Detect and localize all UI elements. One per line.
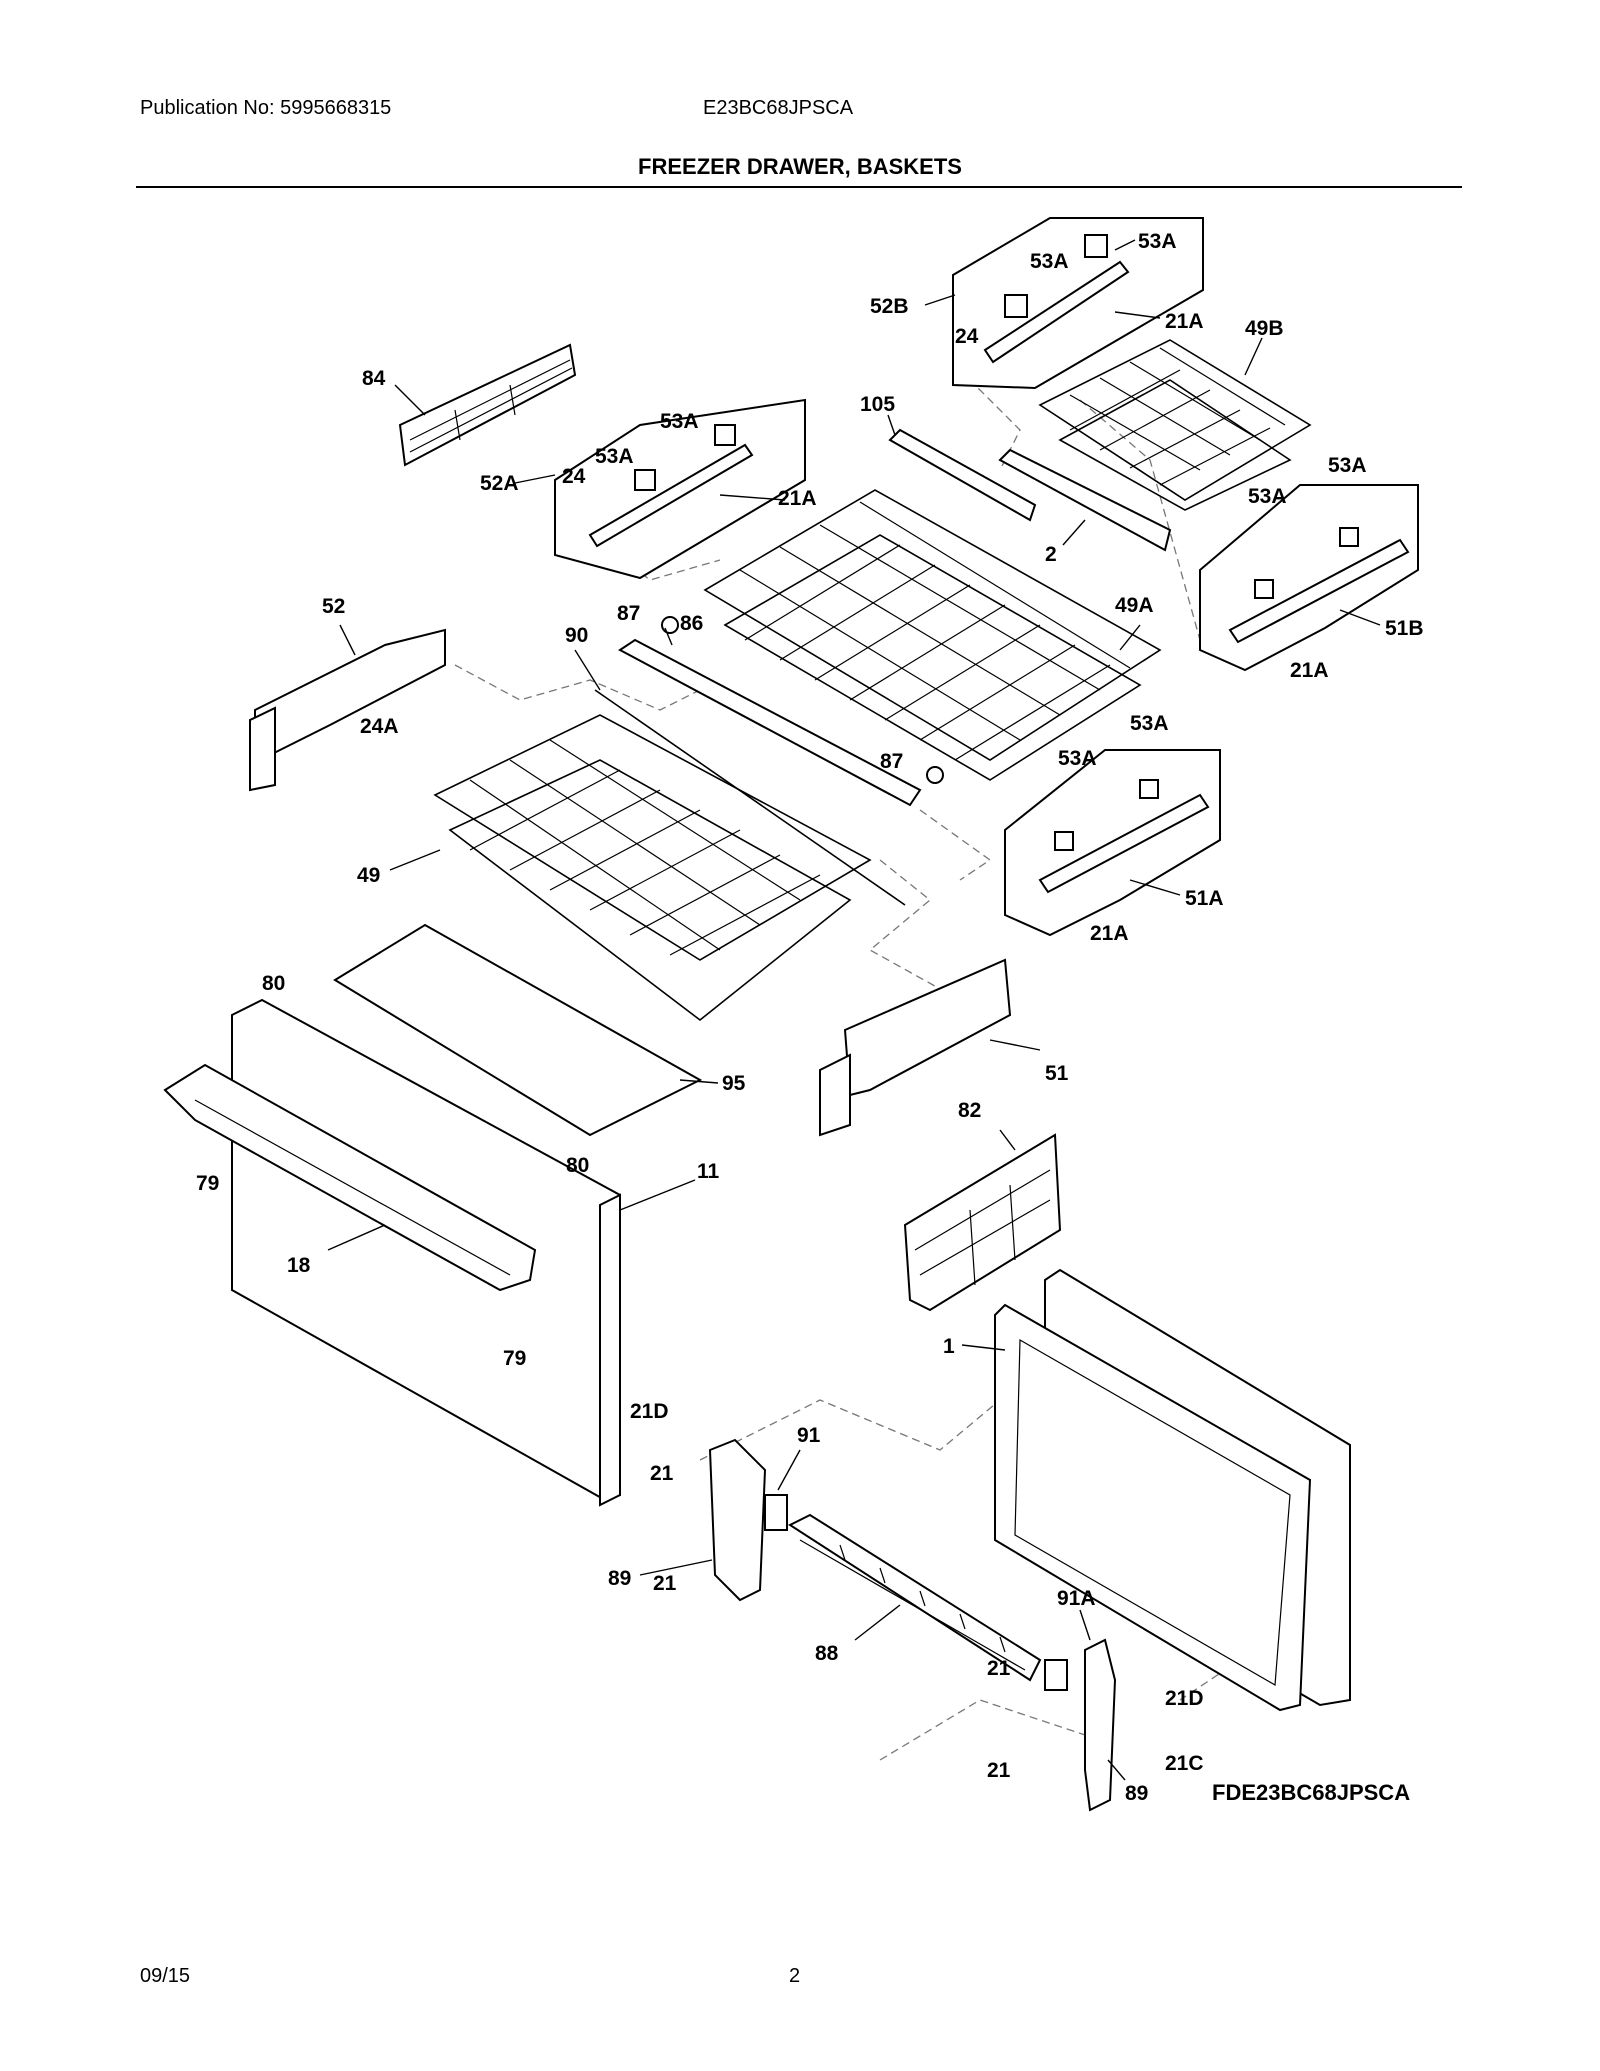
callout: 52B xyxy=(870,295,909,318)
callout: 18 xyxy=(287,1254,311,1277)
callout: 11 xyxy=(697,1160,720,1183)
footer-date: 09/15 xyxy=(140,1965,191,1987)
callout-labels: 53A 53A 52B 24 21A 49B 84 105 53A 53A 52… xyxy=(196,230,1424,1805)
rack-88 xyxy=(787,1513,1042,1682)
callout: 21A xyxy=(1165,310,1204,333)
bracket-89-right xyxy=(1044,1638,1117,1812)
page-number: 2 xyxy=(789,1965,801,1987)
callout: 89 xyxy=(608,1567,631,1590)
callout: 87 xyxy=(617,602,640,625)
callout: 79 xyxy=(503,1347,526,1370)
slide-rail-51 xyxy=(819,958,1012,1137)
callout: 91 xyxy=(797,1424,821,1447)
drawer-front-11 xyxy=(231,998,621,1507)
callout: 80 xyxy=(262,972,285,995)
callout: 52A xyxy=(480,472,519,495)
callout: 53A xyxy=(1130,712,1169,735)
basket-49 xyxy=(433,714,872,1022)
slide-rail-52 xyxy=(249,628,446,792)
callout: 95 xyxy=(722,1072,746,1095)
callout: 21 xyxy=(653,1572,677,1595)
callout: 86 xyxy=(680,612,703,635)
callout: 53A xyxy=(1328,454,1367,477)
callout: 53A xyxy=(1248,485,1287,508)
callout: 53A xyxy=(595,445,634,468)
callout: 52 xyxy=(322,595,345,618)
callout: 2 xyxy=(1045,543,1057,566)
callout: 91A xyxy=(1057,1587,1096,1610)
title-rule xyxy=(136,186,1462,188)
callout: 88 xyxy=(815,1642,839,1665)
bars-105-2 xyxy=(888,428,1172,552)
callout: 105 xyxy=(860,393,895,416)
callout: 82 xyxy=(958,1099,981,1122)
callout: 49A xyxy=(1115,594,1154,617)
callout: 49 xyxy=(357,864,380,887)
callout: 21 xyxy=(650,1462,674,1485)
diagram-code: FDE23BC68JPSCA xyxy=(1212,1780,1410,1805)
basket-49a xyxy=(703,489,1162,781)
callout: 51B xyxy=(1385,617,1424,640)
grille-82 xyxy=(903,1133,1062,1312)
slide-rail-52b-inset xyxy=(952,217,1204,390)
callout: 79 xyxy=(196,1172,219,1195)
callout: 51A xyxy=(1185,887,1224,910)
callout: 89 xyxy=(1125,1782,1148,1805)
callout: 21A xyxy=(1290,659,1329,682)
callout: 87 xyxy=(880,750,903,773)
callout: 84 xyxy=(362,367,386,390)
callout: 90 xyxy=(565,624,588,647)
callout: 24A xyxy=(360,715,399,738)
callout: 51 xyxy=(1045,1062,1069,1085)
slide-rail-51a-inset xyxy=(1004,749,1221,937)
callout: 21 xyxy=(987,1657,1011,1680)
callout: 21A xyxy=(778,487,817,510)
slide-rail-51b-inset xyxy=(1199,484,1419,672)
callout: 53A xyxy=(1138,230,1177,253)
callout: 80 xyxy=(566,1154,589,1177)
callout: 53A xyxy=(1030,250,1069,273)
basket-49b xyxy=(1038,339,1312,511)
tray-95 xyxy=(333,923,703,1137)
callout: 24 xyxy=(562,465,586,488)
publication-number: Publication No: 5995668315 xyxy=(140,97,392,119)
callout: 21D xyxy=(1165,1687,1204,1710)
model-number: E23BC68JPSCA xyxy=(703,97,854,119)
callout: 53A xyxy=(1058,747,1097,770)
slide-rail-52a-inset xyxy=(554,398,806,580)
leader-lines xyxy=(327,239,1381,1781)
page-title: FREEZER DRAWER, BASKETS xyxy=(638,154,962,179)
callout: 1 xyxy=(943,1335,955,1358)
handle-18 xyxy=(163,1063,537,1292)
grille-84 xyxy=(398,343,577,467)
callout: 24 xyxy=(955,325,979,348)
bracket-89-left xyxy=(708,1438,788,1602)
callout: 49B xyxy=(1245,317,1284,340)
door-frame-1 xyxy=(994,1268,1351,1712)
callout: 21A xyxy=(1090,922,1129,945)
callout: 53A xyxy=(660,410,699,433)
callout: 21D xyxy=(630,1400,669,1423)
callout: 21 xyxy=(987,1759,1011,1782)
callout: 21C xyxy=(1165,1752,1204,1775)
